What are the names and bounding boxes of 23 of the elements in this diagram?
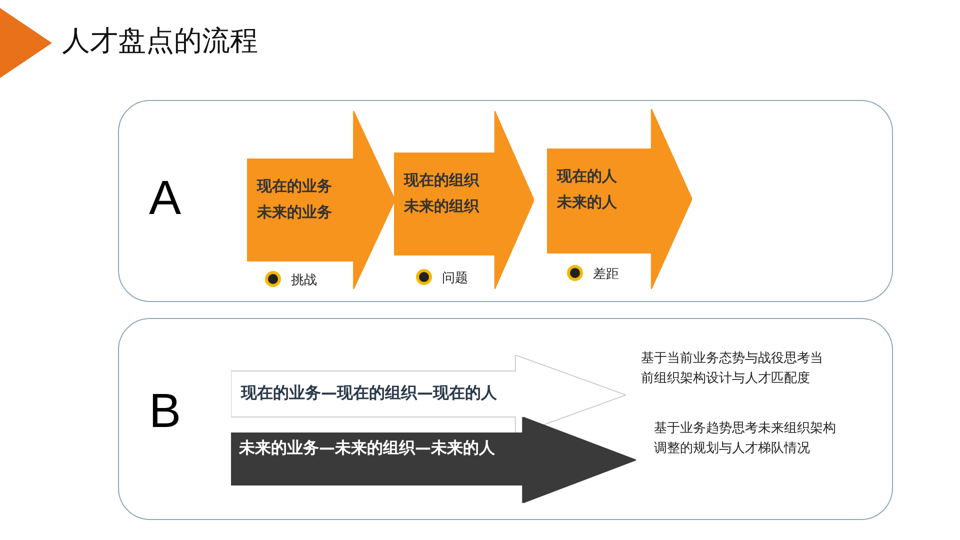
description-text: 基于业务趋势思考未来组织架构调整的规划与人才梯队情况 [654,420,837,458]
arrow-label: 未来的业务 [257,202,332,223]
panel-letter: A [149,171,182,226]
arrow-label: 未来的人 [557,192,617,213]
description-text: 基于当前业务态势与战役思考当前组织架构设计与人才匹配度 [641,350,824,388]
arrow-label: 现在的业务—现在的组织—现在的人 [241,382,497,404]
bullet-label: 差距 [593,266,619,283]
process-panel [118,318,893,520]
arrow-shape [394,111,534,289]
arrow-shape [547,109,692,289]
title: 人才盘点的流程 [62,23,258,59]
bullet-label: 问题 [442,270,468,287]
arrow-shape [231,355,626,435]
arrow-label: 未来的组织 [404,196,479,217]
arrow-label: 现在的组织 [404,170,479,191]
bullet-label: 挑战 [291,272,317,289]
arrow-label: 现在的人 [557,166,617,187]
arrow-label: 未来的业务—未来的组织—未来的人 [239,437,495,459]
arrow-label: 现在的业务 [257,176,332,197]
panel-letter: B [149,384,182,439]
arrow-shape [231,417,636,503]
arrow-shape [247,111,395,289]
process-panel [118,100,893,302]
